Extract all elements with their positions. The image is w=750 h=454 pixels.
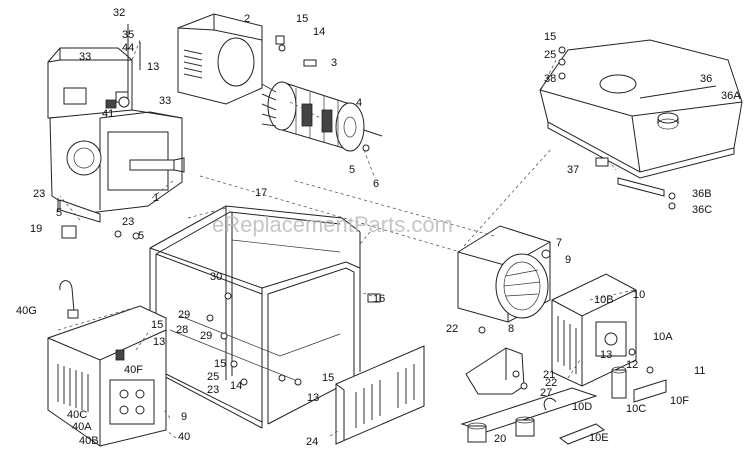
callout-13-right: 13 <box>600 349 612 361</box>
callout-12: 12 <box>626 359 638 371</box>
callout-28: 28 <box>176 324 188 336</box>
callout-38: 38 <box>544 73 556 85</box>
callout-10a: 10A <box>653 331 673 343</box>
callout-40c: 40C <box>67 409 87 421</box>
callout-13-left: 13 <box>153 336 165 348</box>
callout-33-mid: 33 <box>159 95 171 107</box>
callout-15-mid: 15 <box>214 358 226 370</box>
callout-24: 24 <box>306 436 318 448</box>
callout-36b: 36B <box>692 188 712 200</box>
rotor-part-4 <box>261 81 383 152</box>
callout-14-top: 14 <box>313 26 325 38</box>
callout-26-mid: 23 <box>122 216 134 228</box>
callout-10c: 10C <box>626 403 646 415</box>
callout-5-mid: 5 <box>138 230 144 242</box>
callout-36: 36 <box>700 73 712 85</box>
callout-40f: 40F <box>124 364 143 376</box>
callout-29-upper: 29 <box>178 309 190 321</box>
stator-housing-part-7 <box>457 225 551 323</box>
callout-15-top: 15 <box>296 13 308 25</box>
callout-19: 19 <box>30 223 42 235</box>
callout-7: 7 <box>556 237 562 249</box>
callout-2: 2 <box>244 13 250 25</box>
leader-lines <box>57 39 635 439</box>
engine <box>47 24 185 223</box>
callout-8: 8 <box>508 323 514 335</box>
callout-10e: 10E <box>589 432 609 444</box>
callout-36a: 36A <box>721 90 741 102</box>
callout-22-lower: 22 <box>545 377 557 389</box>
callout-15-right: 15 <box>544 31 556 43</box>
watermark: eReplacementParts.com <box>212 212 453 237</box>
callout-10d: 10D <box>572 401 592 413</box>
callout-40g: 40G <box>16 305 37 317</box>
callout-26-left: 23 <box>33 188 45 200</box>
callout-15-lower: 15 <box>322 372 334 384</box>
callout-33-top: 33 <box>79 51 91 63</box>
callout-36c: 36C <box>692 204 712 216</box>
callout-21: 21 <box>543 369 555 381</box>
callout-10f: 10F <box>670 395 689 407</box>
callout-17: 16 <box>373 293 385 305</box>
callout-3: 3 <box>331 57 337 69</box>
callout-40b: 40B <box>79 435 99 447</box>
callout-22-upper: 22 <box>446 323 458 335</box>
callout-41: 41 <box>102 108 114 120</box>
callout-35: 35 <box>122 29 134 41</box>
callout-5-left: 5 <box>56 207 62 219</box>
callout-16: 17 <box>255 187 267 199</box>
shroud-part-2 <box>177 13 263 105</box>
callout-30: 30 <box>210 271 222 283</box>
fasteners <box>61 35 654 390</box>
fuel-tank-part-36 <box>539 39 743 179</box>
callout-13-top: 13 <box>147 61 159 73</box>
callout-29-lower: 29 <box>200 330 212 342</box>
callout-37: 37 <box>567 164 579 176</box>
callout-40: 40 <box>178 431 190 443</box>
end-bell-part-10 <box>551 273 637 387</box>
callout-40a: 40A <box>72 421 92 433</box>
callout-9-right: 9 <box>565 254 571 266</box>
callout-25-right: 25 <box>544 49 556 61</box>
callout-13-lower: 13 <box>307 392 319 404</box>
side-panel-part-24 <box>335 345 425 445</box>
callout-27: 27 <box>540 387 552 399</box>
callout-5-right: 5 <box>349 164 355 176</box>
callout-14-mid: 14 <box>230 380 242 392</box>
callout-20: 20 <box>494 433 506 445</box>
callout-25-mid: 25 <box>207 371 219 383</box>
callout-1: 1 <box>153 192 159 204</box>
callout-10b: 10B <box>594 294 614 306</box>
callout-labels: 32 33 35 44 13 33 41 1 23 5 19 23 5 2 15… <box>16 7 741 448</box>
callout-6: 6 <box>373 178 379 190</box>
callout-4: 4 <box>356 97 362 109</box>
callout-15-left: 15 <box>151 319 163 331</box>
mount-bracket-part-21 <box>460 347 667 445</box>
callout-11: 11 <box>694 365 705 377</box>
callout-9-left: 9 <box>181 411 187 423</box>
control-panel-part-40 <box>47 280 167 447</box>
callout-32: 32 <box>113 7 125 19</box>
callout-23: 23 <box>207 384 219 396</box>
callout-44: 44 <box>122 42 134 54</box>
fuel-line-part-37 <box>595 157 676 210</box>
callout-10: 10 <box>633 289 645 301</box>
